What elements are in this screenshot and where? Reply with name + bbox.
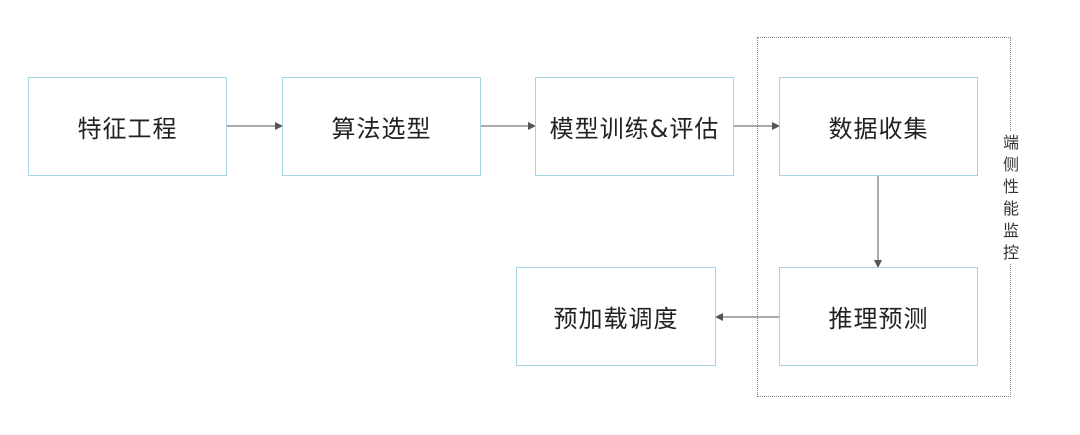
node-feature-engineering: 特征工程: [28, 77, 227, 176]
node-data-collection-label: 数据收集: [828, 115, 929, 143]
node-feature-engineering-label: 特征工程: [77, 115, 178, 143]
node-preload-scheduling-label: 预加载调度: [553, 305, 679, 333]
node-data-collection: 数据收集: [779, 77, 978, 176]
node-algorithm-selection-label: 算法选型: [331, 115, 432, 143]
node-inference-label: 推理预测: [828, 305, 929, 333]
node-model-training: 模型训练&评估: [535, 77, 734, 176]
node-model-training-label: 模型训练&评估: [549, 115, 720, 143]
node-inference: 推理预测: [779, 267, 978, 366]
device-monitoring-label: 端侧性能监控: [1001, 132, 1021, 264]
node-algorithm-selection: 算法选型: [282, 77, 481, 176]
node-preload-scheduling: 预加载调度: [516, 267, 716, 366]
